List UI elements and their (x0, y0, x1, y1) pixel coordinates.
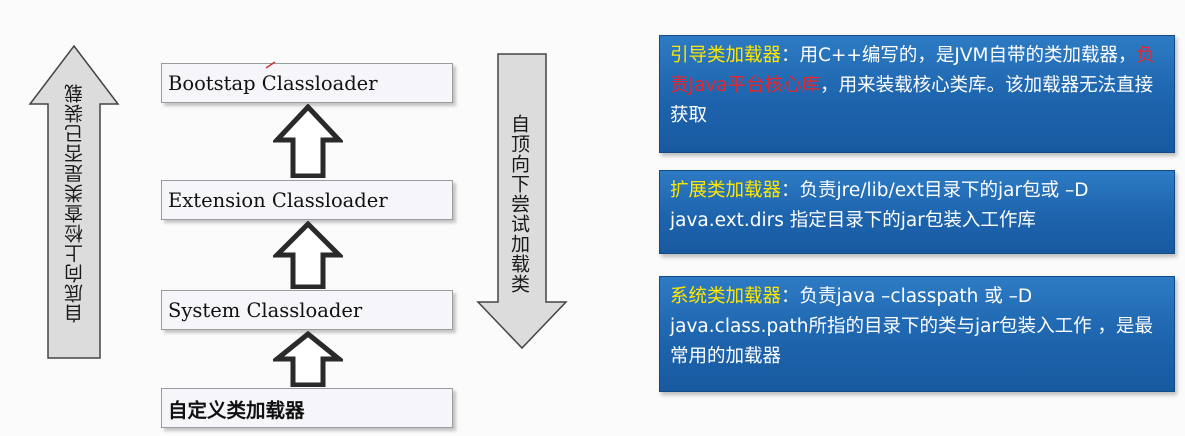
extension-info-text: ：负责jre/lib/ext目录下的jar包或 –D java.ext.dirs… (670, 180, 1089, 231)
bootstrap-classloader-box: Bootstap Classloader (161, 63, 453, 103)
extension-classloader-box: Extension Classloader (161, 180, 453, 220)
bootstrap-info-title: 引导类加载器 (670, 45, 782, 66)
bootstrap-info-highlight: 负责Java平台核心库 (670, 45, 1156, 96)
up-arrow-custom-to-system (273, 331, 343, 387)
pen-mark (265, 61, 276, 69)
up-arrow-extension-to-bootstrap (273, 104, 343, 178)
bootstrap-info-text2: ，用来装载核心类库。该加载器无法直接获取 (670, 75, 1154, 126)
bootstrap-info-text1: ：用C++编写的，是JVM自带的类加载器， (781, 45, 1137, 66)
system-info-text: ：负责java –classpath 或 –D java.class.path所… (670, 286, 1153, 367)
top-down-label: 自顶向下尝试加载类 (508, 114, 530, 294)
system-info-title: 系统类加载器 (670, 286, 782, 307)
top-down-arrow (476, 53, 568, 350)
custom-classloader-box: 自定义类加载器 (161, 388, 453, 428)
bootstrap-info-box: 引导类加载器：用C++编写的，是JVM自带的类加载器，负责Java平台核心库，用… (659, 35, 1175, 153)
bottom-up-arrow (28, 44, 120, 359)
bottom-up-label: 自底向上检查类是否已装载 (64, 83, 86, 323)
system-info-box: 系统类加载器：负责java –classpath 或 –D java.class… (659, 276, 1175, 392)
extension-info-title: 扩展类加载器 (670, 180, 782, 201)
system-classloader-box: System Classloader (161, 290, 453, 330)
extension-info-box: 扩展类加载器：负责jre/lib/ext目录下的jar包或 –D java.ex… (659, 170, 1175, 254)
up-arrow-system-to-extension (273, 221, 343, 289)
